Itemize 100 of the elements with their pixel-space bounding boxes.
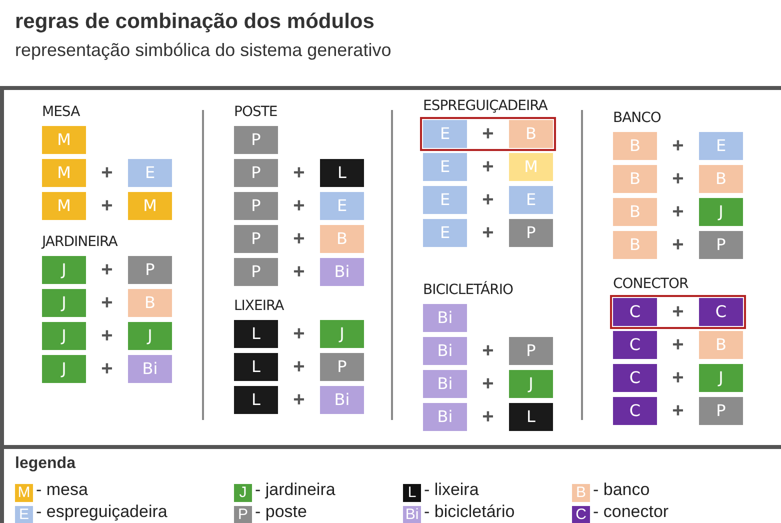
module-tile: J bbox=[42, 289, 86, 317]
module-tile: J bbox=[42, 355, 86, 383]
plus-sign: + bbox=[292, 194, 306, 219]
plus-sign: + bbox=[292, 322, 306, 347]
module-tile: L bbox=[234, 353, 278, 381]
legend-label: - conector bbox=[593, 502, 669, 521]
plus-sign: + bbox=[100, 258, 114, 283]
module-tile: P bbox=[234, 159, 278, 187]
module-tile: P bbox=[234, 225, 278, 253]
module-tile: J bbox=[509, 370, 553, 398]
legend-key: P bbox=[234, 506, 252, 523]
module-tile: P bbox=[234, 126, 278, 154]
legend-key: B bbox=[572, 484, 590, 502]
highlight-frame bbox=[420, 117, 556, 151]
module-tile: C bbox=[613, 298, 657, 326]
module-tile: M bbox=[42, 192, 86, 220]
subtitle: representação simbólica do sistema generativo bbox=[15, 40, 392, 61]
module-tile: J bbox=[128, 322, 172, 350]
plus-sign: + bbox=[292, 388, 306, 413]
plus-sign: + bbox=[292, 355, 306, 380]
module-tile: P bbox=[699, 231, 743, 259]
module-tile: Bi bbox=[320, 386, 364, 414]
plus-sign: + bbox=[671, 333, 685, 358]
plus-sign: + bbox=[671, 167, 685, 192]
plus-sign: + bbox=[481, 339, 495, 364]
module-tile: M bbox=[42, 126, 86, 154]
group-heading: BANCO bbox=[613, 110, 661, 126]
plus-sign: + bbox=[481, 155, 495, 180]
plus-sign: + bbox=[292, 260, 306, 285]
module-tile: L bbox=[234, 386, 278, 414]
legend-key: C bbox=[572, 506, 590, 523]
plus-sign: + bbox=[671, 366, 685, 391]
plus-sign: + bbox=[100, 194, 114, 219]
legend-key: L bbox=[403, 484, 421, 502]
module-tile: Bi bbox=[423, 337, 467, 365]
plus-sign: + bbox=[671, 134, 685, 159]
plus-sign: + bbox=[292, 227, 306, 252]
plus-sign: + bbox=[671, 300, 685, 325]
group-heading: ESPREGUIÇADEIRA bbox=[423, 98, 548, 114]
module-tile: M bbox=[509, 153, 553, 181]
plus-sign: + bbox=[481, 122, 495, 147]
module-tile: C bbox=[613, 397, 657, 425]
module-tile: Bi bbox=[320, 258, 364, 286]
legend-label: - poste bbox=[255, 502, 307, 521]
module-tile: P bbox=[509, 219, 553, 247]
plus-sign: + bbox=[481, 405, 495, 430]
module-tile: B bbox=[613, 132, 657, 160]
module-tile: J bbox=[699, 198, 743, 226]
legend-key: M bbox=[15, 484, 33, 502]
module-tile: B bbox=[699, 331, 743, 359]
plus-sign: + bbox=[100, 324, 114, 349]
plus-sign: + bbox=[100, 291, 114, 316]
module-tile: C bbox=[613, 364, 657, 392]
module-tile: M bbox=[128, 192, 172, 220]
legend-title: legenda bbox=[15, 455, 76, 473]
legend-label: - mesa bbox=[36, 480, 88, 499]
title: regras de combinação dos módulos bbox=[15, 10, 374, 34]
module-tile: E bbox=[423, 153, 467, 181]
group-heading: MESA bbox=[42, 104, 80, 120]
module-tile: L bbox=[509, 403, 553, 431]
legend-label: - lixeira bbox=[424, 480, 479, 499]
group-heading: LIXEIRA bbox=[234, 298, 284, 314]
module-tile: B bbox=[320, 225, 364, 253]
module-tile: E bbox=[423, 186, 467, 214]
module-tile: J bbox=[42, 322, 86, 350]
module-tile: C bbox=[699, 298, 743, 326]
module-tile: L bbox=[234, 320, 278, 348]
module-tile: J bbox=[42, 256, 86, 284]
legend-label: - jardineira bbox=[255, 480, 336, 499]
module-tile: B bbox=[613, 198, 657, 226]
highlight-frame bbox=[610, 295, 746, 329]
module-tile: E bbox=[509, 186, 553, 214]
module-tile: B bbox=[128, 289, 172, 317]
legend-label: - espreguiçadeira bbox=[36, 502, 168, 521]
module-tile: L bbox=[320, 159, 364, 187]
module-tile: J bbox=[699, 364, 743, 392]
module-tile: J bbox=[320, 320, 364, 348]
legend-key: J bbox=[234, 484, 252, 502]
plus-sign: + bbox=[100, 357, 114, 382]
legend-key: E bbox=[15, 506, 33, 523]
module-tile: P bbox=[128, 256, 172, 284]
group-heading: CONECTOR bbox=[613, 276, 688, 292]
module-tile: P bbox=[234, 192, 278, 220]
module-tile: B bbox=[613, 165, 657, 193]
module-tile: B bbox=[699, 165, 743, 193]
module-tile: E bbox=[128, 159, 172, 187]
module-tile: E bbox=[320, 192, 364, 220]
module-tile: Bi bbox=[423, 370, 467, 398]
plus-sign: + bbox=[292, 161, 306, 186]
module-tile: B bbox=[509, 120, 553, 148]
module-tile: Bi bbox=[423, 304, 467, 332]
legend-label: - bicicletário bbox=[424, 502, 515, 521]
module-tile: Bi bbox=[128, 355, 172, 383]
module-tile: Bi bbox=[423, 403, 467, 431]
plus-sign: + bbox=[481, 221, 495, 246]
module-tile: B bbox=[613, 231, 657, 259]
module-tile: P bbox=[320, 353, 364, 381]
legend-label: - banco bbox=[593, 480, 650, 499]
legend-key: Bi bbox=[403, 506, 421, 523]
module-tile: C bbox=[613, 331, 657, 359]
